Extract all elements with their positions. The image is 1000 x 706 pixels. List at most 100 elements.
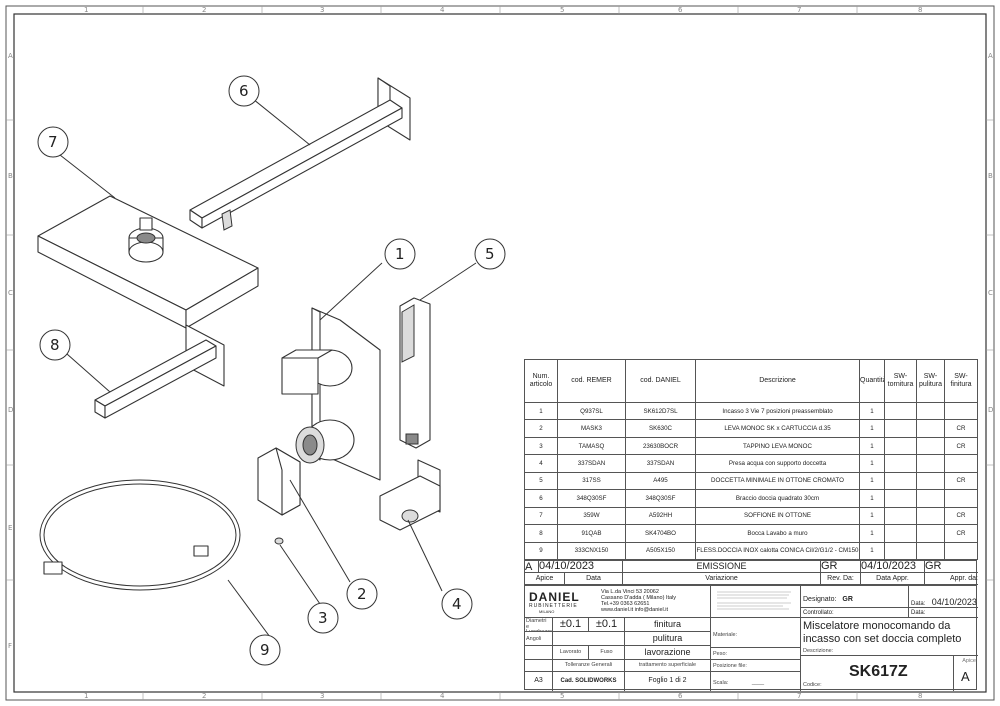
part-lever bbox=[257, 447, 301, 516]
description-line-1: Miscelatore monocomando da bbox=[803, 620, 951, 632]
general-tolerances-label: Tolleranze Generali bbox=[553, 660, 625, 672]
table-cell bbox=[916, 436, 945, 456]
table-cell bbox=[916, 419, 945, 438]
sheet-number: Foglio 1 di 2 bbox=[625, 672, 711, 691]
zone-row-d-right: D bbox=[988, 406, 993, 414]
rev-header-variation: Variazione bbox=[623, 573, 821, 585]
description-line-2: incasso con set doccia completo bbox=[803, 633, 962, 645]
tolerance-1: ±0.1 bbox=[553, 618, 589, 632]
zone-ticks bbox=[6, 6, 994, 700]
table-cell: 91QAB bbox=[557, 524, 626, 543]
part-hose bbox=[39, 479, 241, 591]
table-cell: DOCCETTA MINIMALE IN OTTONE CROMATO bbox=[695, 471, 860, 491]
table-cell bbox=[916, 506, 945, 526]
table-cell bbox=[884, 541, 917, 560]
table-cell bbox=[944, 401, 978, 421]
legal-note-lines bbox=[717, 591, 791, 610]
apice-label: Apice bbox=[962, 658, 976, 664]
zone-row-e: E bbox=[8, 524, 12, 532]
part-diverter-body bbox=[281, 307, 381, 481]
company-addr-3: Tel.+39 0363 62651 bbox=[601, 601, 650, 607]
table-cell bbox=[944, 454, 978, 473]
table-cell: A495 bbox=[625, 471, 696, 491]
checked-by-label: Controllato: bbox=[801, 608, 909, 618]
designed-date-label: Data: bbox=[911, 601, 926, 607]
table-cell: 1 bbox=[859, 489, 885, 508]
angles-value-cell bbox=[553, 632, 625, 646]
part-shower-arm bbox=[189, 77, 411, 231]
machining-label: lavorazione bbox=[625, 646, 711, 660]
table-cell: 317SS bbox=[557, 471, 626, 491]
sheet-format: A3 bbox=[525, 672, 553, 691]
table-cell bbox=[884, 471, 917, 491]
zone-row-a-right: A bbox=[988, 52, 993, 60]
zone-col-6-bottom: 6 bbox=[678, 692, 683, 700]
bom-header-tornitura: SW-tornitura bbox=[884, 359, 917, 403]
designed-date-value: 04/10/2023 bbox=[931, 597, 977, 607]
zone-col-2-bottom: 2 bbox=[202, 692, 206, 700]
surface-treatment-label: trattamento superficiale bbox=[625, 660, 711, 672]
balloon-2: 2 bbox=[346, 578, 378, 610]
svg-text:4: 4 bbox=[452, 595, 462, 613]
table-cell: CR bbox=[944, 471, 978, 491]
table-cell: 23630BOCR bbox=[625, 436, 696, 456]
table-cell: 337SDAN bbox=[625, 454, 696, 473]
angles-label: Angoli bbox=[525, 632, 553, 646]
diameters-label: Diametri e Lunghezze bbox=[525, 618, 553, 632]
svg-text:1: 1 bbox=[395, 245, 405, 263]
table-cell bbox=[884, 489, 917, 508]
table-cell: 1 bbox=[859, 454, 885, 473]
designed-by-value: GR bbox=[842, 596, 853, 603]
bom-header-finitura: SW-finitura bbox=[944, 359, 978, 403]
bom-header-daniel: cod. DANIEL bbox=[625, 359, 696, 403]
table-cell: A592HH bbox=[625, 506, 696, 526]
rev-header-by: Rev. Da: bbox=[821, 573, 861, 585]
bom-header-pulitura: SW-pulitura bbox=[916, 359, 945, 403]
bom-header-row: Num. articolo cod. REMER cod. DANIEL Des… bbox=[524, 359, 978, 403]
table-cell: 348Q30SF bbox=[557, 489, 626, 508]
table-cell bbox=[916, 489, 945, 508]
rev-header-apice: Apice bbox=[525, 573, 565, 585]
company-sub: RUBINETTERIE bbox=[529, 603, 578, 609]
blank-cell-2 bbox=[525, 660, 553, 672]
rev-approved-by: GR bbox=[925, 561, 978, 573]
table-cell: 1 bbox=[524, 401, 558, 421]
zone-col-4: 4 bbox=[440, 6, 445, 14]
company-addr-1: Via L.da Vinci 53 20062 bbox=[601, 589, 659, 595]
zone-row-f: F bbox=[8, 642, 12, 650]
zone-col-7: 7 bbox=[797, 6, 801, 14]
balloon-7: 7 bbox=[37, 126, 69, 158]
bill-of-materials-table: Num. articolo cod. REMER cod. DANIEL Des… bbox=[524, 359, 978, 560]
leader-lines bbox=[59, 98, 477, 638]
table-cell: CR bbox=[944, 524, 978, 543]
table-cell: LEVA MONOC SK x CARTUCCIA d.35 bbox=[695, 419, 860, 438]
table-cell: A505X150 bbox=[625, 541, 696, 560]
table-cell: CR bbox=[944, 436, 978, 456]
zone-col-8-bottom: 8 bbox=[918, 692, 922, 700]
table-cell: Braccio doccia quadrato 30cm bbox=[695, 489, 860, 508]
part-spout bbox=[94, 324, 225, 419]
table-cell bbox=[944, 541, 978, 560]
table-cell bbox=[884, 401, 917, 421]
table-cell: SK4704BO bbox=[625, 524, 696, 543]
balloon-6: 6 bbox=[228, 75, 260, 107]
bom-header-remer: cod. REMER bbox=[557, 359, 626, 403]
table-cell: SK612D7SL bbox=[625, 401, 696, 421]
zone-col-1: 1 bbox=[84, 6, 88, 14]
table-cell: 359W bbox=[557, 506, 626, 526]
rev-header-approval-date: Data Appr. bbox=[861, 573, 925, 585]
zone-row-b: B bbox=[8, 172, 13, 180]
bom-header-quantity: Quantità bbox=[859, 359, 885, 403]
svg-text:5: 5 bbox=[485, 245, 495, 263]
checked-date-label: Data: bbox=[909, 608, 978, 618]
table-cell bbox=[916, 541, 945, 560]
company-address: Via L.da Vinci 53 20062 Cassano D'adda (… bbox=[601, 589, 676, 613]
table-cell bbox=[916, 401, 945, 421]
table-cell bbox=[944, 489, 978, 508]
part-wall-outlet bbox=[379, 459, 441, 531]
cad-label: Cad. SOLIDWORKS bbox=[553, 672, 625, 691]
bom-header-num: Num. articolo bbox=[524, 359, 558, 403]
bom-header-description: Descrizione bbox=[695, 359, 860, 403]
